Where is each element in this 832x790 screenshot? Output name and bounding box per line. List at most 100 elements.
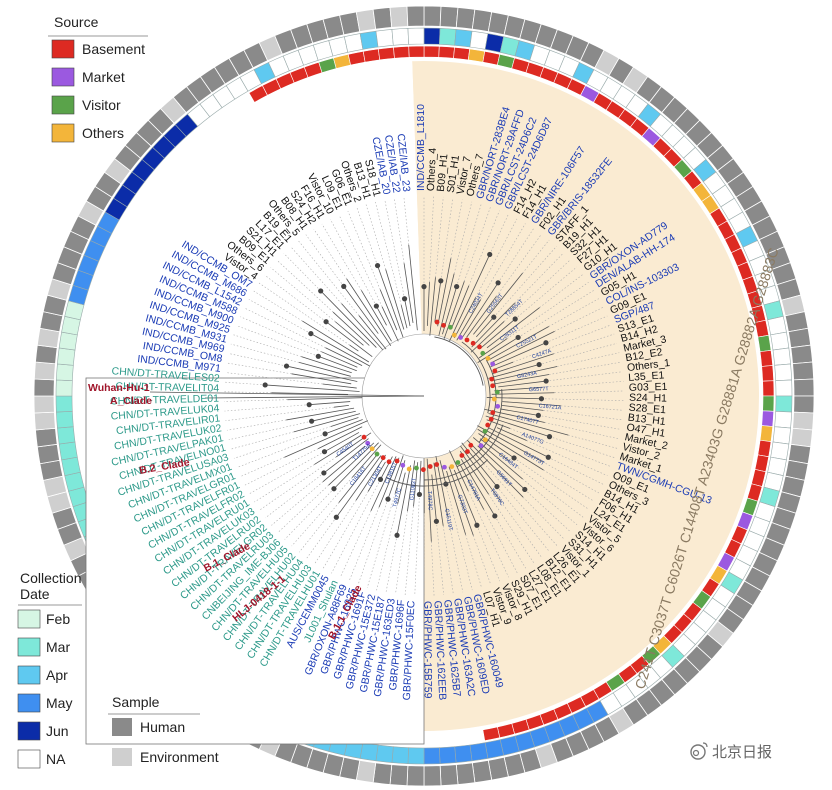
mutation-marker-label: T4977C	[392, 488, 403, 508]
tip-label: GBR/PHWC-162EEB	[431, 600, 448, 700]
source-marker-dot	[490, 410, 496, 415]
node-dot	[322, 431, 328, 437]
legend-swatch	[17, 721, 41, 741]
node-dot	[308, 330, 314, 337]
source-marker-dot	[361, 434, 367, 440]
source-marker-dot	[380, 455, 386, 461]
sample-ring-segment	[33, 361, 56, 381]
source-marker-dot	[369, 446, 375, 452]
sample-ring-segment	[355, 8, 377, 33]
date-ring-segment	[454, 744, 473, 763]
source-ring-segment	[482, 726, 501, 742]
date-ring-segment	[469, 742, 489, 762]
tip-label: S28_E1	[628, 402, 666, 417]
date-ring-segment	[770, 331, 790, 351]
tip-label: GBR/PHWC-15B759	[421, 601, 433, 699]
legend-swatch	[112, 718, 132, 736]
legend-date-title-line1: Collection	[20, 570, 81, 586]
legend-source-label: Basement	[82, 41, 145, 57]
sample-ring-segment	[455, 762, 476, 785]
sample-ring-segment	[792, 361, 815, 381]
source-ring-segment	[511, 718, 530, 735]
source-marker-dot	[420, 467, 426, 473]
watermark-text: 北京日报	[712, 743, 772, 761]
node-dot	[318, 288, 324, 294]
legend-source-label: Market	[82, 69, 125, 85]
legend-sample-title: Sample	[112, 694, 160, 710]
legend-swatch	[51, 95, 75, 115]
source-ring-segment	[453, 47, 471, 61]
node-dot	[536, 361, 542, 368]
node-dot	[543, 340, 549, 346]
date-ring-segment	[772, 347, 791, 366]
source-ring-segment	[318, 57, 337, 74]
watermark: 北京日报	[690, 742, 772, 761]
legend-date-label: Mar	[46, 639, 70, 655]
tip-label: Others_1	[626, 357, 670, 374]
source-marker-dot	[441, 322, 446, 328]
source-marker-dot	[451, 332, 457, 338]
date-ring-segment	[774, 411, 792, 429]
date-ring-segment	[58, 441, 78, 461]
tip-label: L35_E1	[628, 369, 665, 384]
legend-swatch	[17, 637, 41, 657]
date-ring-segment	[56, 363, 74, 381]
tip-label: G03_E1	[629, 381, 668, 394]
date-ring-segment	[58, 331, 78, 351]
legend-swatch	[17, 693, 41, 713]
date-ring-segment	[775, 395, 793, 413]
source-marker-dot	[394, 458, 400, 464]
source-marker-dot	[459, 453, 465, 458]
source-marker-dot	[434, 462, 440, 467]
legend-source-title: Source	[54, 14, 99, 30]
source-ring-segment	[497, 723, 515, 739]
node-dot	[454, 283, 460, 290]
sample-ring-segment	[35, 344, 58, 365]
source-ring-segment	[482, 50, 501, 66]
source-marker-dot	[458, 335, 463, 340]
node-dot	[416, 491, 423, 498]
source-marker-dot	[485, 422, 491, 428]
source-ring-segment	[761, 410, 774, 427]
node-dot	[309, 418, 315, 424]
source-ring-segment	[377, 47, 395, 61]
node-dot	[492, 513, 498, 519]
date-ring-segment	[423, 747, 441, 765]
sample-ring-segment	[389, 5, 409, 28]
date-ring-segment	[439, 746, 457, 764]
date-ring-segment	[407, 27, 425, 45]
node-dot	[511, 455, 517, 461]
sample-ring-segment	[406, 5, 425, 27]
mutation-marker-label: C16721A	[538, 403, 562, 411]
node-dot	[545, 454, 551, 460]
node-dot	[283, 363, 290, 369]
source-marker-dot	[491, 396, 497, 402]
node-dot	[321, 449, 328, 455]
source-marker-dot	[480, 350, 486, 356]
date-ring-segment	[439, 28, 457, 46]
source-ring-segment	[762, 395, 775, 412]
date-ring-segment	[775, 379, 793, 397]
sample-ring-segment	[33, 395, 55, 414]
sample-ring-segment	[787, 327, 812, 349]
date-ring-segment	[359, 742, 379, 762]
tip-label: S24_H1	[629, 392, 667, 405]
sample-ring-segment	[455, 7, 476, 30]
date-ring-segment	[57, 347, 76, 366]
sample-ring-segment	[406, 765, 425, 787]
legend-date-label: May	[46, 695, 72, 711]
sample-ring-segment	[793, 378, 815, 397]
mutation-marker-label: C17407T	[516, 415, 540, 426]
date-ring-segment	[359, 30, 379, 50]
mutation-marker-label: C15119T	[443, 508, 453, 532]
source-marker-dot	[447, 324, 453, 330]
source-marker-dot	[495, 403, 501, 409]
tip-label: CZE/IAB_23	[395, 133, 413, 192]
source-marker-dot	[374, 451, 380, 457]
date-ring-segment	[375, 29, 394, 48]
tip-label: CHN/DT-TRAVELDE01	[110, 393, 219, 408]
legend-swatch	[17, 665, 41, 685]
